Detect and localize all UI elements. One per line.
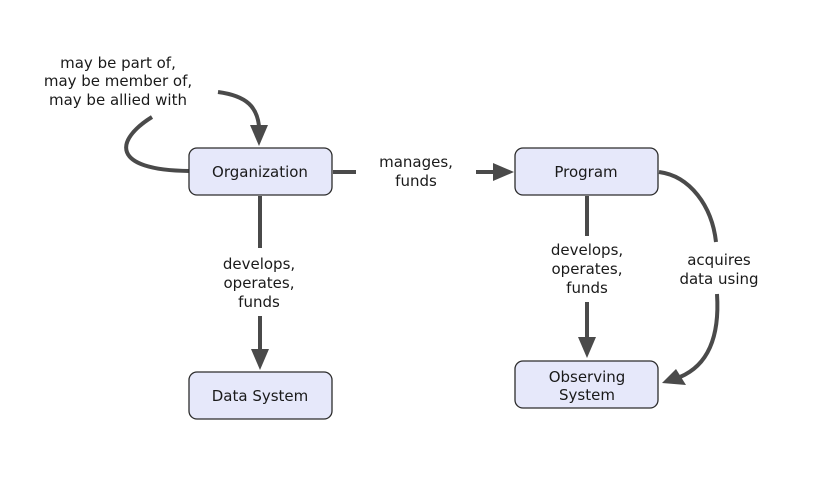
edge-label-org-to-data-system-line-2: operates, — [224, 274, 295, 292]
edge-label-program-to-observing-line-3: funds — [566, 279, 608, 297]
arrowhead-org-to-data-system — [251, 349, 269, 370]
edge-label-program-acquires-line-2: data using — [679, 270, 758, 288]
edge-label-self-loop-line-3: may be allied with — [49, 91, 187, 109]
node-organization-label: Organization — [212, 163, 308, 181]
edge-self-loop — [124, 90, 268, 173]
edge-label-program-to-observing-line-2: operates, — [552, 260, 623, 278]
node-data-system-box — [188, 371, 333, 420]
edge-program-acquires-start — [658, 170, 718, 243]
arrowhead-self-loop — [250, 125, 268, 146]
edge-label-self-loop-line-1: may be part of, — [60, 54, 176, 72]
edge-label-org-to-data-system: develops, operates, funds — [223, 255, 295, 311]
edge-label-self-loop-line-2: may be member of, — [44, 72, 192, 90]
node-organization[interactable]: Organization — [188, 147, 333, 196]
edge-label-org-to-program-line-2: funds — [395, 172, 437, 190]
node-program-box — [514, 147, 659, 196]
edge-program-acquires — [658, 170, 720, 385]
node-program-label: Program — [554, 163, 617, 181]
edge-label-org-to-program-line-1: manages, — [379, 153, 453, 171]
node-program[interactable]: Program — [514, 147, 659, 196]
edge-self-loop-in — [217, 90, 261, 127]
edge-label-program-to-observing: develops, operates, funds — [551, 241, 623, 297]
node-organization-box — [188, 147, 333, 196]
node-data-system-label: Data System — [212, 387, 309, 405]
node-observing-system-label-line-1: Observing — [549, 368, 626, 386]
node-observing-system-box — [514, 360, 659, 409]
edge-org-to-program — [333, 163, 514, 181]
node-observing-system-label-line-2: System — [559, 386, 615, 404]
edge-org-to-data-system — [251, 196, 269, 370]
node-observing-system[interactable]: Observing System — [514, 360, 659, 409]
edge-label-self-loop: may be part of, may be member of, may be… — [44, 54, 192, 109]
edge-label-program-acquires-line-1: acquires — [687, 251, 751, 269]
node-data-system[interactable]: Data System — [188, 371, 333, 420]
arrowhead-org-to-program — [493, 163, 514, 181]
arrowhead-program-to-observing — [578, 337, 596, 358]
arrowhead-program-acquires — [662, 369, 686, 385]
edge-program-acquires-end — [679, 293, 720, 379]
edge-self-loop-out — [124, 115, 190, 173]
edge-label-program-to-observing-line-1: develops, — [551, 241, 623, 259]
edge-label-org-to-data-system-line-1: develops, — [223, 255, 295, 273]
edge-label-program-acquires: acquires data using — [679, 251, 758, 288]
edge-program-to-observing — [578, 196, 596, 358]
edge-label-org-to-program: manages, funds — [379, 153, 453, 190]
edge-label-org-to-data-system-line-3: funds — [238, 293, 280, 311]
